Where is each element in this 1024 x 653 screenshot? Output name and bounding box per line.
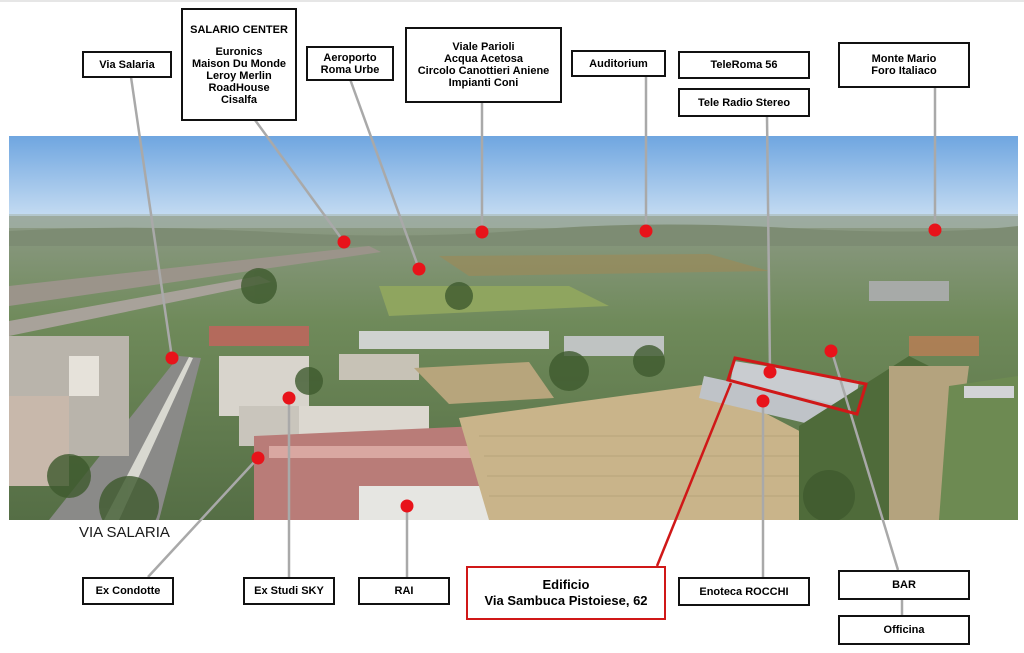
label-text: Euronics <box>215 45 263 58</box>
label-text: Tele Radio Stereo <box>697 96 791 109</box>
label-ex-studi-sky: Ex Studi SKY <box>243 577 335 605</box>
label-ex-condotte: Ex Condotte <box>82 577 174 605</box>
marker-via-salaria <box>165 351 179 365</box>
label-text: Roma Urbe <box>320 63 380 76</box>
label-text: Monte Mario <box>871 53 937 65</box>
label-text: Leroy Merlin <box>206 69 272 82</box>
marker-ex-condotte <box>251 451 265 465</box>
label-parioli: Viale Parioli Acqua Acetosa Circolo Cano… <box>405 27 562 103</box>
label-text: Viale Parioli <box>452 41 515 53</box>
label-text: Foro Italiaco <box>871 65 937 77</box>
road-label-via-salaria: VIA SALARIA <box>79 524 170 541</box>
label-officina: Officina <box>838 615 970 645</box>
label-text: BAR <box>892 579 916 591</box>
label-text: Circolo Canottieri Aniene <box>417 65 550 77</box>
label-text: Ex Studi SKY <box>254 585 324 597</box>
label-text: Enoteca ROCCHI <box>699 585 789 598</box>
label-teleroma: TeleRoma 56 <box>678 51 810 79</box>
aerial-photo <box>9 136 1018 520</box>
marker-aeroporto <box>412 262 426 276</box>
label-text: SALARIO CENTER <box>190 23 288 36</box>
label-salario-center: SALARIO CENTER Euronics Maison Du Monde … <box>181 8 297 121</box>
label-tele-radio-stereo: Tele Radio Stereo <box>678 88 810 117</box>
label-text: Acqua Acetosa <box>443 53 524 65</box>
label-text: Maison Du Monde <box>191 57 287 70</box>
marker-parioli <box>475 225 489 239</box>
label-text: Aeroporto <box>323 51 377 64</box>
label-text: Via Salaria <box>99 58 155 71</box>
label-aeroporto: Aeroporto Roma Urbe <box>306 46 394 81</box>
marker-auditorium <box>639 224 653 238</box>
marker-salario-center <box>337 235 351 249</box>
label-text: Via Sambuca Pistoiese, 62 <box>484 593 648 608</box>
label-text: Ex Condotte <box>95 585 161 597</box>
label-text: RAI <box>394 585 414 597</box>
label-monte-mario: Monte Mario Foro Italiaco <box>838 42 970 88</box>
label-text: Edificio <box>542 577 590 592</box>
marker-bar <box>824 344 838 358</box>
marker-tele-radio <box>763 365 777 379</box>
label-text: Impianti Coni <box>448 77 519 89</box>
label-text: TeleRoma 56 <box>710 59 778 71</box>
marker-enoteca <box>756 394 770 408</box>
marker-ex-studi-sky <box>282 391 296 405</box>
label-text: Officina <box>883 624 925 636</box>
label-bar: BAR <box>838 570 970 600</box>
label-text: RoadHouse <box>208 81 270 94</box>
top-border <box>0 0 1024 2</box>
label-text: Auditorium <box>589 57 648 70</box>
label-edificio: Edificio Via Sambuca Pistoiese, 62 <box>466 566 666 620</box>
label-rai: RAI <box>358 577 450 605</box>
label-via-salaria: Via Salaria <box>82 51 172 78</box>
label-enoteca: Enoteca ROCCHI <box>678 577 810 606</box>
marker-rai <box>400 499 414 513</box>
marker-monte-mario <box>928 223 942 237</box>
label-text: Cisalfa <box>220 93 258 106</box>
label-auditorium: Auditorium <box>571 50 666 77</box>
